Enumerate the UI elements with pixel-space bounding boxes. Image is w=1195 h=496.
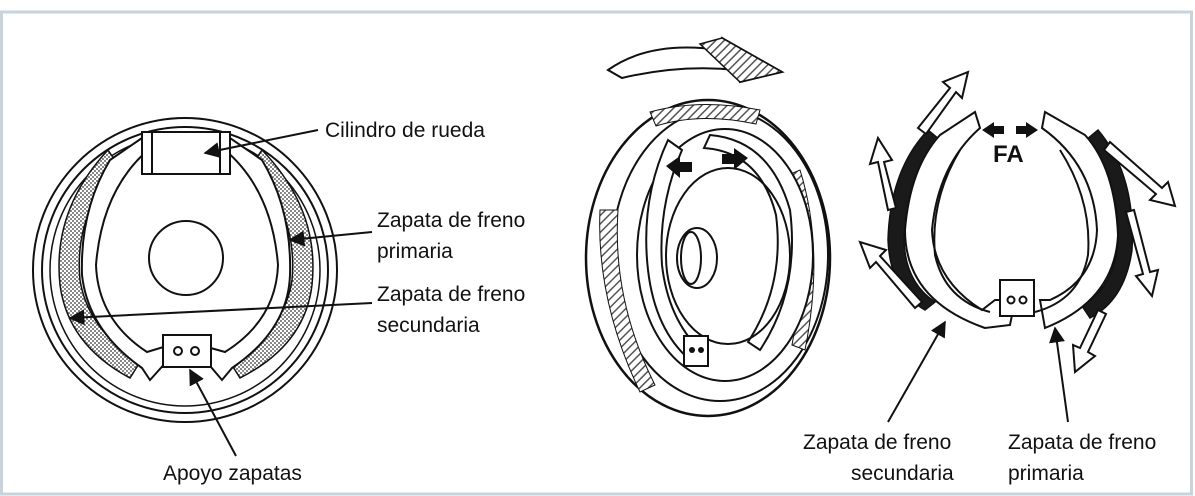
- label-secondary-right-2: secundaria: [851, 462, 954, 485]
- label-secondary-shoe-1: Zapata de freno: [377, 283, 525, 306]
- arrow-secondary-right: [887, 320, 946, 423]
- push-arrow-right-icon: [722, 148, 748, 170]
- push-arrow-left-icon: [666, 156, 692, 178]
- frame-border: [0, 10, 1193, 496]
- label-primary-right-1: Zapata de freno: [1008, 431, 1156, 454]
- arrow-primary-right: [1049, 326, 1069, 423]
- middle-hub: [676, 227, 718, 289]
- drum-inner-ring: [41, 126, 329, 414]
- right-shoes: FA Zapata de freno secundaria Zapata de …: [803, 70, 1177, 485]
- middle-anchor: [683, 335, 709, 367]
- label-wheel-cylinder: Cilindro de rueda: [325, 119, 485, 142]
- shoe-body: [80, 136, 292, 382]
- drum-depth-left: [599, 209, 656, 393]
- arrow-wheel-cylinder: [203, 129, 319, 158]
- force-arrow-bottom-right-icon: [1071, 308, 1108, 374]
- label-primary-right-2: primaria: [1008, 462, 1084, 485]
- force-arrow-left-lower-icon: [858, 240, 924, 310]
- arrow-anchor: [189, 368, 237, 457]
- drum-outer-ring: [32, 117, 338, 423]
- middle-drum-brake: [584, 36, 832, 418]
- arrow-primary-shoe: [288, 230, 373, 247]
- arrow-secondary-shoe: [68, 302, 373, 326]
- wheel-cylinder: [141, 131, 231, 175]
- label-secondary-shoe-2: secundaria: [377, 314, 480, 337]
- fa-arrow-left-icon: [982, 122, 1004, 138]
- anchor-block: [162, 334, 212, 368]
- fa-arrow-right-icon: [1016, 122, 1038, 138]
- hub: [148, 220, 224, 296]
- force-arrow-top-left-icon: [916, 70, 970, 136]
- label-force: FA: [993, 141, 1024, 168]
- force-arrow-right-mid-icon: [1124, 208, 1160, 299]
- label-primary-shoe-2: primaria: [377, 240, 453, 263]
- left-drum-brake: Cilindro de rueda Zapata de freno primar…: [32, 117, 525, 485]
- label-secondary-right-1: Zapata de freno: [803, 431, 951, 454]
- label-primary-shoe-1: Zapata de freno: [377, 209, 525, 232]
- force-arrow-right-upper-icon: [1102, 140, 1177, 208]
- drum-depth-top: [649, 103, 761, 127]
- label-anchor: Apoyo zapatas: [163, 462, 302, 485]
- primary-shoe: [1038, 110, 1120, 330]
- force-arrows: [858, 70, 1177, 374]
- force-arrow-left-upper-icon: [868, 135, 898, 212]
- right-anchor: [999, 279, 1035, 317]
